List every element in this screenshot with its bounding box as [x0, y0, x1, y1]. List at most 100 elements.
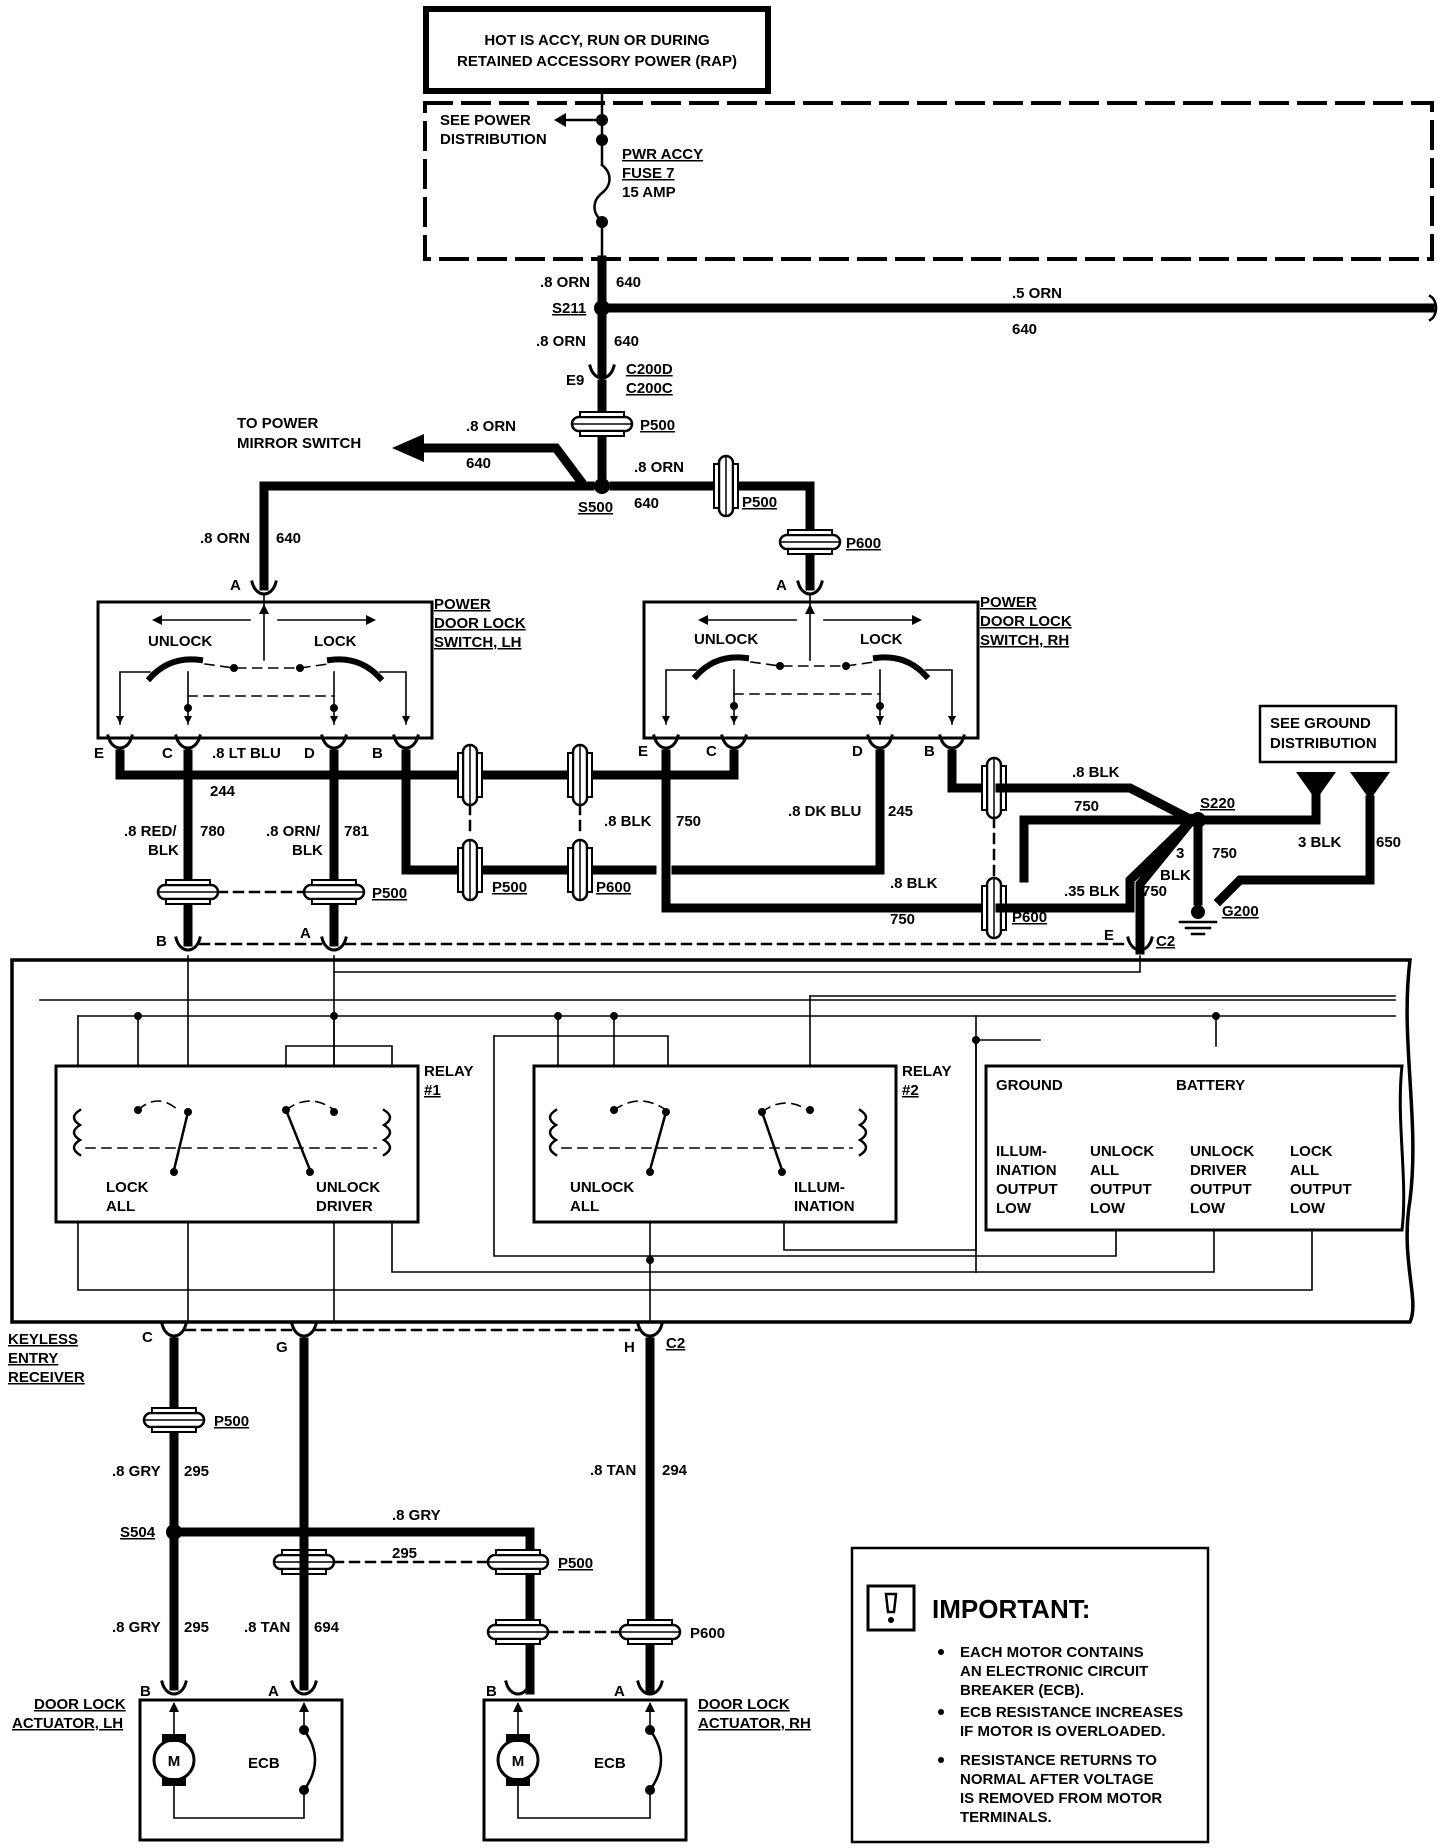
c2-pin-c-label: C: [142, 1329, 153, 1346]
wire-label-295-b: 295: [392, 1545, 417, 1562]
lh-switch-line2: DOOR LOCK: [434, 615, 526, 632]
wire-label-640-mirror: 640: [466, 455, 491, 472]
wire-label-orn-1: .8 ORN: [540, 274, 590, 291]
fuse-node-bottom: [596, 216, 608, 228]
wire-label-orn-mirror: .8 ORN: [466, 418, 516, 435]
wire-label-lt-blu: .8 LT BLU: [212, 745, 281, 762]
fuse-node: [596, 114, 608, 126]
important-b1-2: BREAKER (ECB).: [960, 1682, 1084, 1699]
module-o2-2: OUTPUT: [1090, 1181, 1152, 1198]
important-b1-0: EACH MOTOR CONTAINS: [960, 1644, 1144, 1661]
wire-label-tan-694: .8 TAN: [244, 1619, 290, 1636]
relay1-title2: #1: [424, 1082, 441, 1099]
relay-1: LOCK ALL UNLOCK DRIVER RELAY #1: [54, 1063, 473, 1224]
ecb-rh-label: ECB: [594, 1755, 626, 1772]
p500-780-label: P500: [372, 885, 407, 902]
wire-label-orn-2: .8 ORN: [536, 333, 586, 350]
inline-p600-rh-a: [618, 1618, 682, 1646]
important-b2-1: IF MOTOR IS OVERLOADED.: [960, 1723, 1166, 1740]
wire-label-gry-b: .8 GRY: [392, 1507, 441, 1524]
ground-g200-label: G200: [1222, 903, 1259, 920]
relay2-unl2: ALL: [570, 1198, 599, 1215]
c2-pin-a-label: A: [300, 925, 311, 942]
rh-act-line1: DOOR LOCK: [698, 1696, 790, 1713]
pin-e9: E9: [566, 372, 584, 389]
lh-switch-line3: SWITCH, LH: [434, 634, 522, 651]
wire-label-3: 3: [1176, 845, 1184, 862]
important-notice: IMPORTANT: EACH MOTOR CONTAINS AN ELECTR…: [850, 1546, 1210, 1844]
wire-blk-s220-b: [995, 813, 1199, 913]
inline-p500-750: [456, 838, 484, 902]
wire-label-orn-blk2: BLK: [292, 842, 323, 859]
module-o4-0: LOCK: [1290, 1143, 1333, 1160]
connector-c200c: C200C: [626, 380, 673, 397]
lh-act-line1: DOOR LOCK: [34, 1696, 126, 1713]
c2-bottom-label: C2: [666, 1335, 685, 1352]
wire-295-cross: [177, 1527, 535, 1695]
wire-blk-rh-b: [947, 749, 999, 793]
wire-label-orn-blk1: .8 ORN/: [266, 823, 321, 840]
rh-pin-d: D: [852, 743, 863, 760]
mirror-arrow-icon: [392, 434, 424, 462]
wire-label-035-blk: .35 BLK: [1064, 883, 1120, 900]
splice-s211-label: S211: [552, 300, 586, 317]
wire-blk-s220-a: [995, 783, 1199, 827]
exclamation-icon: [866, 1584, 916, 1632]
inline-p500-781: [302, 878, 366, 906]
c2-pin-e-label: E: [1104, 927, 1114, 944]
module-o4-2: OUTPUT: [1290, 1181, 1352, 1198]
door-lock-actuator-lh: B A M ECB DOOR LOCK ACTUATOR, LH: [12, 1680, 344, 1842]
c2-top-label: C2: [1156, 933, 1175, 950]
lh-unlock-label: UNLOCK: [148, 633, 212, 650]
p500-top-label: P500: [640, 417, 675, 434]
p500-rh-295-label: P500: [558, 1555, 593, 1572]
wire-640-lh-switch: [259, 481, 595, 591]
module-o3-3: LOW: [1190, 1200, 1226, 1217]
c2-pin-h: [636, 1322, 664, 1338]
rh-act-pin-a: A: [614, 1683, 625, 1700]
ground-g200-node: [1191, 905, 1205, 919]
inline-p600-rh-b: [486, 1618, 550, 1646]
module-o2-3: LOW: [1090, 1200, 1126, 1217]
p600-rh-bottom-label: P600: [690, 1625, 725, 1642]
pin-a-rh-label: A: [776, 577, 787, 594]
lh-act-pin-a: A: [268, 1683, 279, 1700]
ground-dist-line2: DISTRIBUTION: [1270, 735, 1377, 752]
wire-750-rh-e: [661, 749, 985, 913]
connector-c200d: C200D: [626, 361, 673, 378]
rh-act-pin-b: B: [486, 1683, 497, 1700]
important-b3-2: IS REMOVED FROM MOTOR: [960, 1790, 1162, 1807]
relay1-lock2: ALL: [106, 1198, 135, 1215]
receiver-line3: RECEIVER: [8, 1369, 85, 1386]
important-b1-1: AN ELECTRONIC CIRCUIT: [960, 1663, 1148, 1680]
module-o4-1: ALL: [1290, 1162, 1319, 1179]
wire-label-640-3: 640: [614, 333, 639, 350]
important-title: IMPORTANT:: [932, 1594, 1090, 1624]
wire-035-blk: [1135, 813, 1199, 955]
wire-label-781: 781: [344, 823, 369, 840]
receiver-line2: ENTRY: [8, 1350, 58, 1367]
c2-pin-g: [290, 1322, 318, 1338]
inline-p500-top: [570, 410, 634, 438]
relay2-ill1: ILLUM-: [794, 1179, 845, 1196]
wire-label-295-c: 295: [184, 1619, 209, 1636]
power-dist-line1: SEE POWER: [440, 112, 531, 129]
fuse-7-icon: [593, 163, 611, 223]
ground-arrow-650-icon: [1350, 772, 1390, 800]
inline-p500-rh-295: [486, 1548, 550, 1576]
hot-header-line1: HOT IS ACCY, RUN OR DURING: [484, 32, 709, 49]
mirror-line2: MIRROR SWITCH: [237, 435, 361, 452]
wire-label-750e: 750: [1142, 883, 1167, 900]
wire-label-640-1: 640: [616, 274, 641, 291]
wire-244-left: [115, 749, 391, 780]
rh-pin-c: C: [706, 743, 717, 760]
module-o1-1: INATION: [996, 1162, 1057, 1179]
wire-label-gry-a: .8 GRY: [112, 1463, 161, 1480]
inline-p600-rh: [778, 528, 842, 556]
motor-rh-label: M: [512, 1753, 525, 1770]
wire-label-orn-rh: .8 ORN: [634, 459, 684, 476]
p500-rh-label: P500: [742, 494, 777, 511]
receiver-line1: KEYLESS: [8, 1331, 78, 1348]
wire-to-mirror: [415, 443, 587, 487]
module-o1-2: OUTPUT: [996, 1181, 1058, 1198]
